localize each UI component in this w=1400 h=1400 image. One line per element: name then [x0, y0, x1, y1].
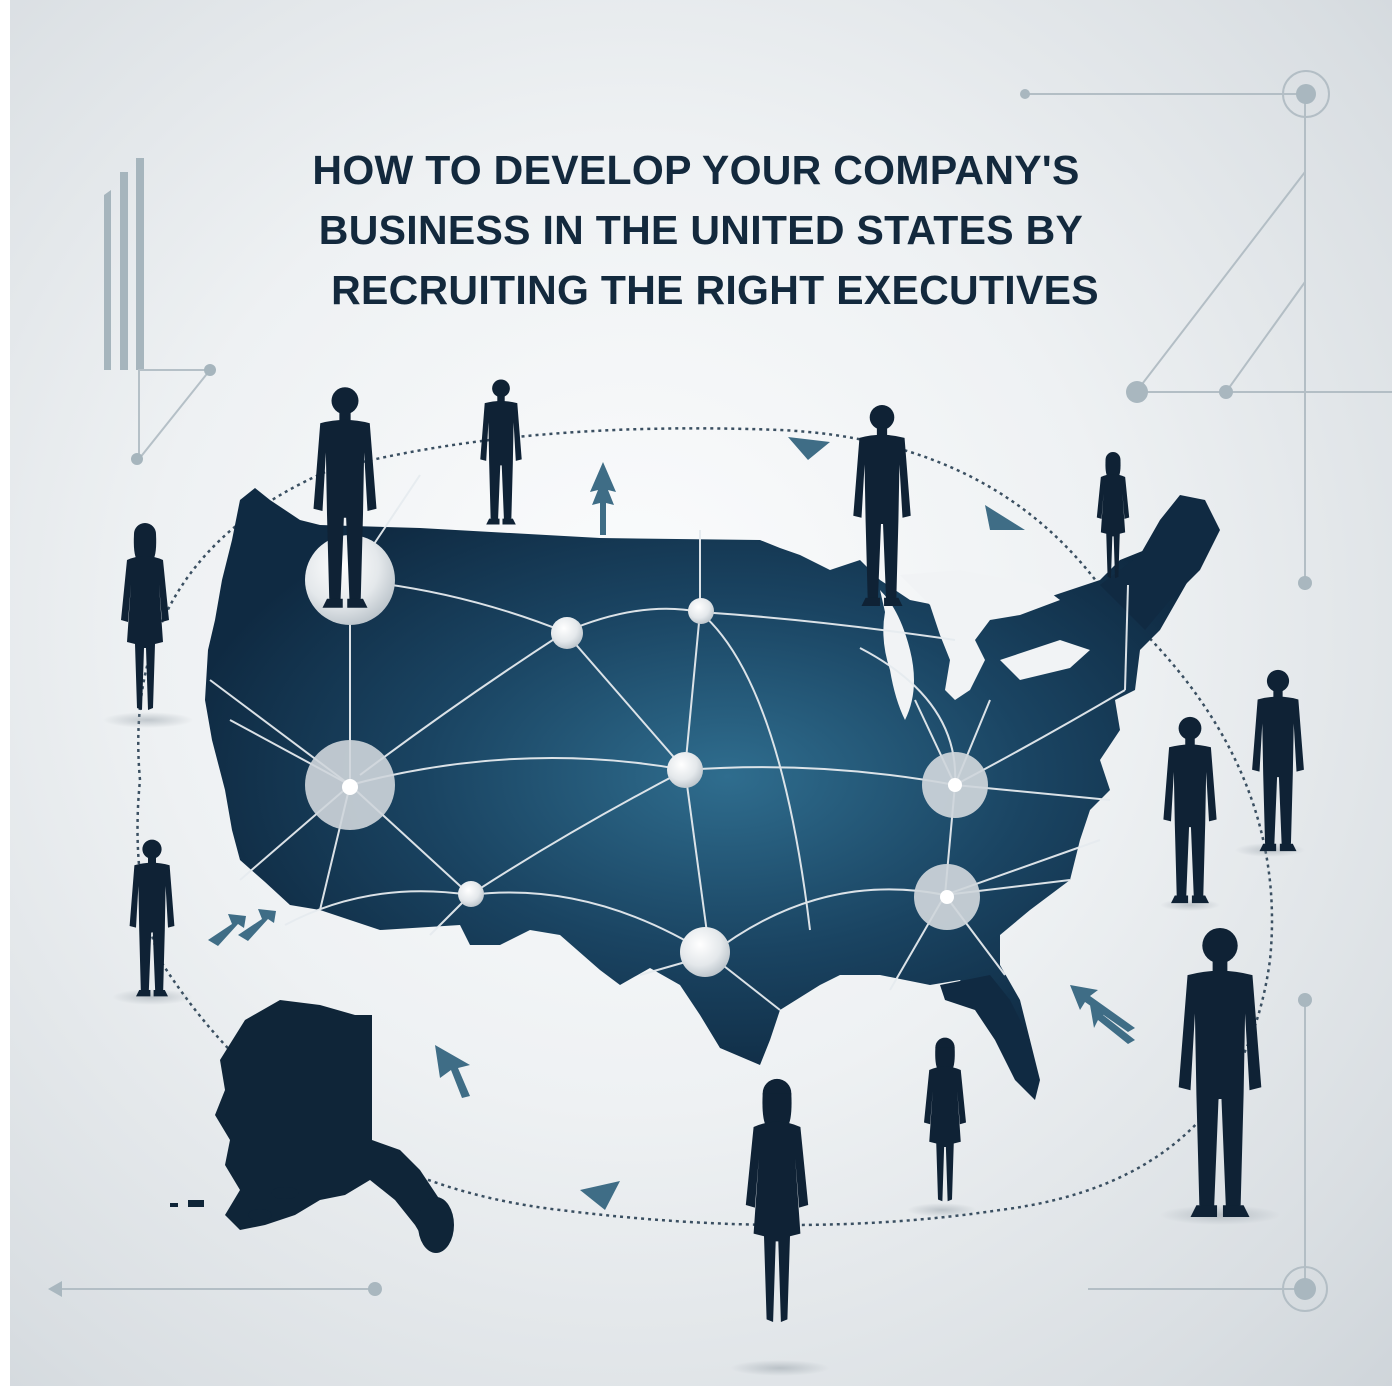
executive-man-5 — [1163, 716, 1217, 904]
executive-woman-4 — [924, 1037, 966, 1202]
node-kansas — [667, 752, 703, 788]
great-lakes — [880, 570, 1090, 720]
us-map-florida — [940, 975, 1040, 1100]
node-ohio — [948, 778, 962, 792]
title-line-3: RECRUITING THE RIGHT EXECUTIVES — [331, 267, 1099, 313]
poster-canvas: HOW TO DEVELOP YOUR COMPANY'S BUSINESS I… — [10, 0, 1392, 1386]
node-sf — [342, 779, 358, 795]
node-minnesota — [688, 598, 714, 624]
arrow-right-down-icon — [985, 505, 1025, 530]
dashed-orbit — [136, 427, 1274, 1227]
executive-man-6 — [129, 839, 175, 997]
node-texas — [680, 927, 730, 977]
arrow-up-left-icon — [435, 1045, 470, 1098]
deco-bars-top-left — [104, 158, 216, 465]
node-dakota — [551, 617, 583, 649]
arrow-double-right-icon — [208, 909, 276, 946]
arrow-left-icon — [580, 1181, 620, 1210]
executive-man-2 — [480, 379, 522, 525]
us-map-alaska — [215, 1000, 450, 1250]
executive-man-7 — [1178, 927, 1262, 1218]
executive-woman-3 — [745, 1078, 809, 1322]
deco-lines-top-right — [1025, 70, 1392, 590]
node-arizona — [458, 881, 484, 907]
deco-dots-bottom — [48, 993, 1316, 1300]
alaska-islands — [170, 1187, 454, 1253]
poster-title: HOW TO DEVELOP YOUR COMPANY'S BUSINESS I… — [10, 140, 1392, 320]
deco-dots-top-right — [1020, 84, 1316, 590]
illustration — [48, 70, 1392, 1376]
us-map-northeast — [1100, 495, 1220, 630]
deco-lines-bottom — [60, 1000, 1328, 1312]
network-nodes — [305, 535, 988, 977]
executive-woman-1 — [121, 523, 169, 710]
node-carolina — [940, 890, 954, 904]
arrows — [208, 437, 1135, 1210]
arrow-up-icon — [590, 462, 616, 535]
arrow-right-icon — [788, 437, 830, 460]
title-line-1: HOW TO DEVELOP YOUR COMPANY'S — [312, 147, 1080, 193]
arrow-double-up-left-icon — [1070, 985, 1135, 1044]
title-line-2: BUSINESS IN THE UNITED STATES BY — [318, 207, 1084, 253]
